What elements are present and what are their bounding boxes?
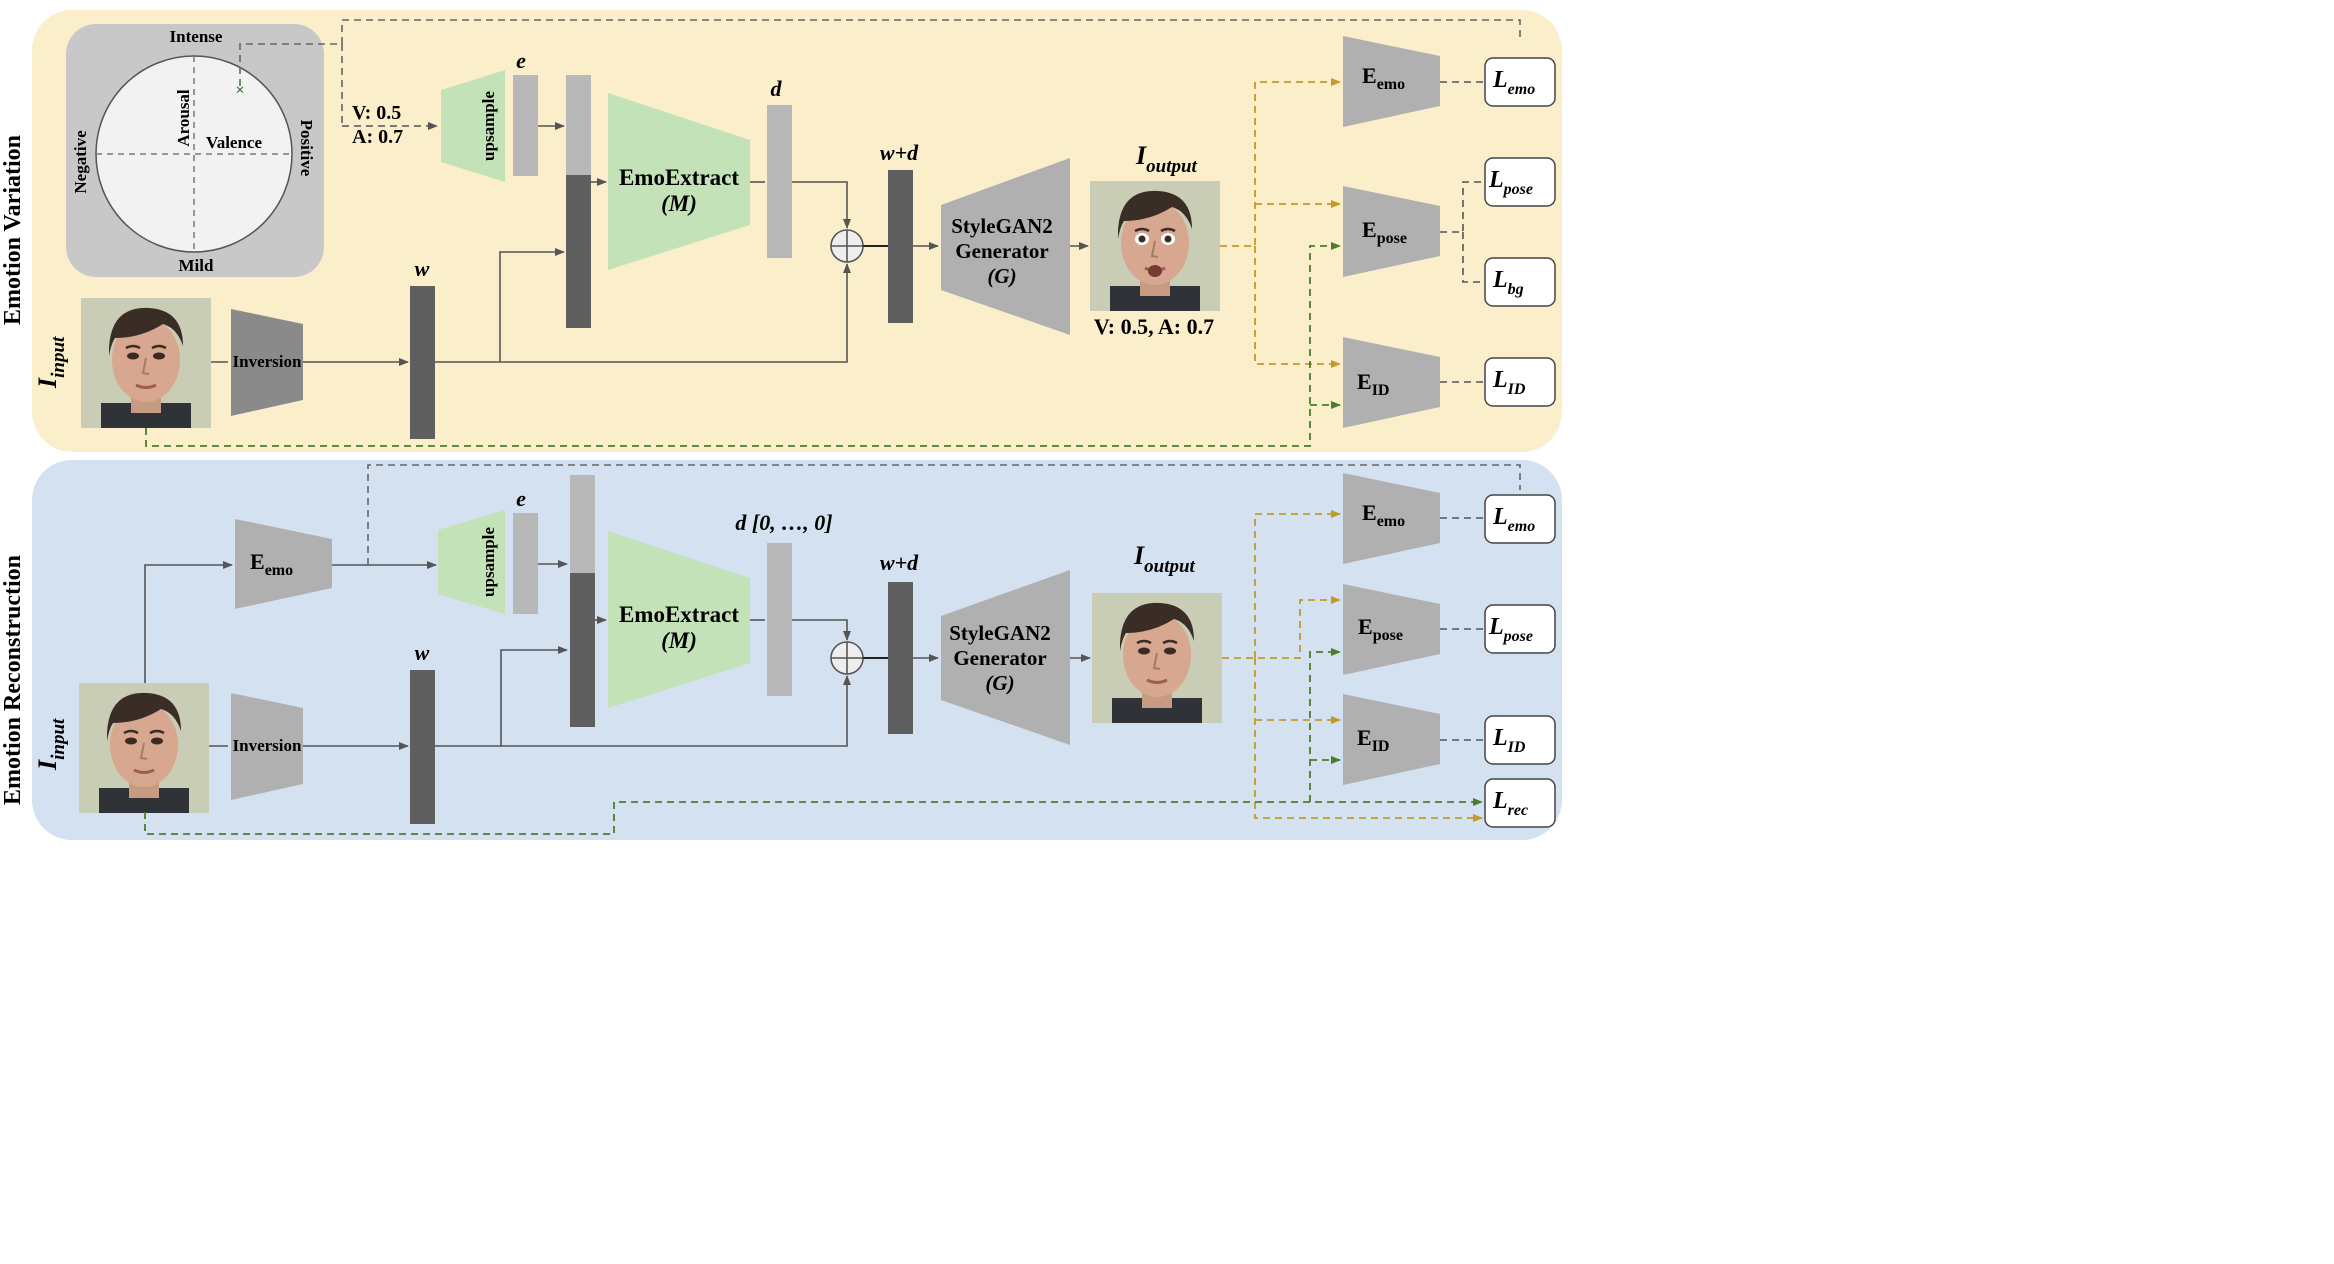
l-id-box-bottom xyxy=(1484,715,1556,765)
e-emo-left-label: Eemo xyxy=(250,549,293,579)
stylegan2-generator-bottom xyxy=(941,570,1070,745)
generator-label-3-bottom: (G) xyxy=(985,671,1014,695)
w-vector-bottom xyxy=(410,670,435,824)
output-face-image-bottom xyxy=(1090,591,1224,725)
e-pose-label: Epose xyxy=(1362,217,1407,247)
va-point-marker: × xyxy=(235,82,244,99)
output-title: Ioutput xyxy=(1135,141,1198,177)
w-label-bottom: w xyxy=(415,640,430,665)
e-id-label: EID xyxy=(1357,369,1389,399)
valence-label: Valence xyxy=(206,133,262,152)
arousal-label: Arousal xyxy=(174,89,193,147)
e-emo-encoder-left xyxy=(235,519,332,609)
l-emo-label-bottom: Lemo xyxy=(1492,504,1535,535)
w-plus-d-vector xyxy=(888,170,913,323)
d-label-bottom: d [0, …, 0] xyxy=(735,510,832,535)
l-rec-label: Lrec xyxy=(1492,788,1528,819)
generator-label-2: Generator xyxy=(955,239,1048,263)
va-a-text: A: 0.7 xyxy=(352,126,403,148)
concat-bar-dark xyxy=(566,175,591,328)
generator-label-2-bottom: Generator xyxy=(953,646,1046,670)
output-title-bottom: Ioutput xyxy=(1133,541,1196,577)
emoextract-m-label-bottom: (M) xyxy=(661,628,697,653)
emotion-variation-label: Emotion Variation xyxy=(0,135,26,325)
generator-label-3: (G) xyxy=(987,264,1016,288)
l-emo-label: Lemo xyxy=(1492,67,1535,98)
w-plus-d-label-bottom: w+d xyxy=(880,550,919,575)
e-pose-encoder-bottom xyxy=(1343,584,1440,675)
intense-label: Intense xyxy=(170,27,223,46)
emoextract-label: EmoExtract xyxy=(619,165,739,190)
emoextract-m-label: (M) xyxy=(661,191,697,216)
negative-label: Negative xyxy=(71,130,90,194)
e-label-bottom: e xyxy=(516,486,526,511)
inversion-label: Inversion xyxy=(233,352,303,371)
generator-label-1: StyleGAN2 xyxy=(951,214,1053,238)
l-pose-box xyxy=(1484,157,1556,207)
e-pose-encoder xyxy=(1343,186,1440,277)
concat-bar-light xyxy=(566,75,591,175)
e-id-encoder-bottom xyxy=(1343,694,1440,785)
input-title-bottom: Iinput xyxy=(33,718,69,771)
emoextract-block-bottom xyxy=(608,531,750,708)
concat-bar-dark-bottom xyxy=(570,573,595,727)
l-pose-box-bottom xyxy=(1484,604,1556,654)
e-id-encoder xyxy=(1343,337,1440,428)
upsample-block-bottom xyxy=(438,510,505,614)
e-emo-label: Eemo xyxy=(1362,63,1405,93)
l-pose-label: Lpose xyxy=(1488,167,1533,198)
l-rec-box xyxy=(1484,778,1556,828)
d-vector xyxy=(767,105,792,258)
input-face-image-bottom xyxy=(77,681,211,815)
w-plus-d-label: w+d xyxy=(880,140,919,165)
e-pose-label-bottom: Epose xyxy=(1358,614,1403,644)
stylegan2-generator xyxy=(941,158,1070,335)
w-plus-d-vector-bottom xyxy=(888,582,913,734)
upsample-label: upsample xyxy=(479,91,498,161)
inversion-block-bottom xyxy=(231,693,303,800)
concat-bar-light-bottom xyxy=(570,475,595,573)
emotion-reconstruction-label: Emotion Reconstruction xyxy=(0,555,26,805)
w-label: w xyxy=(415,256,430,281)
e-emo-encoder xyxy=(1343,36,1440,127)
l-pose-label-bottom: Lpose xyxy=(1488,614,1533,645)
e-vector-bottom xyxy=(513,513,538,614)
input-face-image xyxy=(79,296,213,430)
d-vector-bottom xyxy=(767,543,792,696)
va-v-text: V: 0.5 xyxy=(352,102,401,124)
positive-label: Positive xyxy=(297,120,316,177)
e-label: e xyxy=(516,48,526,73)
l-bg-box xyxy=(1484,257,1556,307)
upsample-block xyxy=(441,70,505,182)
input-title: Iinput xyxy=(33,336,69,389)
l-bg-label: Lbg xyxy=(1492,267,1524,298)
e-id-label-bottom: EID xyxy=(1357,725,1389,755)
output-face-image xyxy=(1088,179,1222,313)
generator-label-1-bottom: StyleGAN2 xyxy=(949,621,1051,645)
l-emo-box-bottom xyxy=(1484,494,1556,544)
emoextract-label-bottom: EmoExtract xyxy=(619,602,739,627)
upsample-label-bottom: upsample xyxy=(479,527,498,597)
w-vector xyxy=(410,286,435,439)
l-emo-box xyxy=(1484,57,1556,107)
e-emo-label-bottom: Eemo xyxy=(1362,500,1405,530)
l-id-label: LID xyxy=(1492,367,1526,398)
e-emo-encoder-bottom xyxy=(1343,473,1440,564)
mild-label: Mild xyxy=(179,256,214,275)
d-label: d xyxy=(771,76,783,101)
l-id-box xyxy=(1484,357,1556,407)
l-id-label-bottom: LID xyxy=(1492,725,1526,756)
output-va-caption: V: 0.5, A: 0.7 xyxy=(1094,314,1214,339)
inversion-block xyxy=(231,309,303,416)
e-vector xyxy=(513,75,538,176)
inversion-label-bottom: Inversion xyxy=(233,736,303,755)
emoextract-block xyxy=(608,93,750,270)
